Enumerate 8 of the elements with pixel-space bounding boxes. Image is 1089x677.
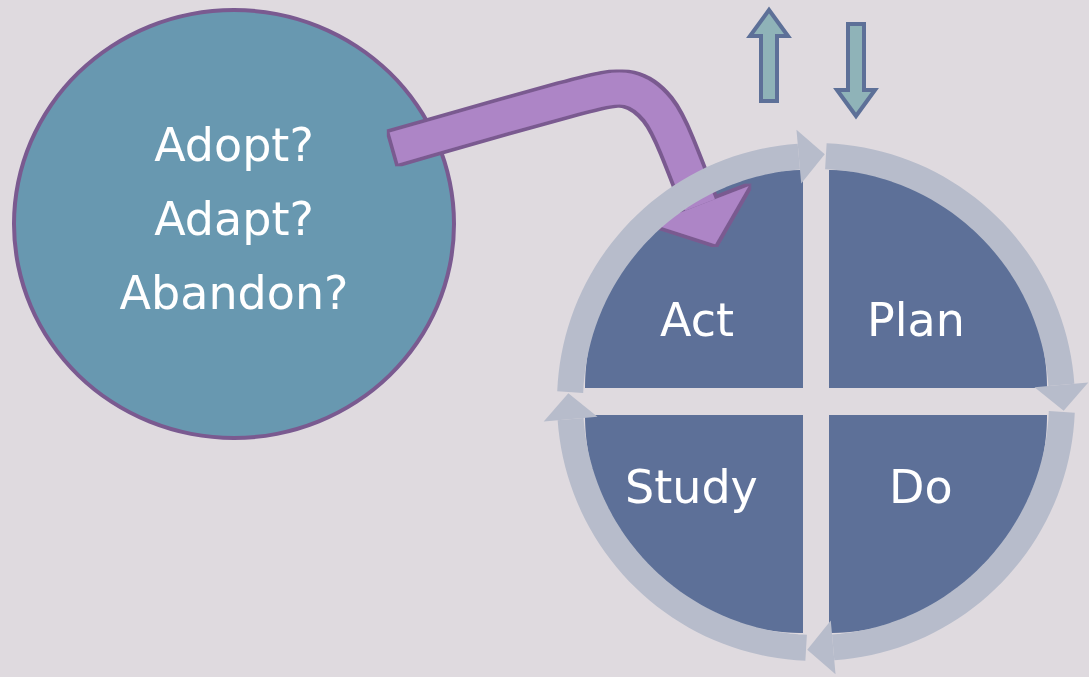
question-text: Adopt?: [154, 117, 314, 174]
phase-label: Plan: [867, 292, 965, 349]
question-text: Adapt?: [154, 191, 314, 248]
phase-label: Do: [889, 459, 953, 516]
curved-arrow: [389, 72, 749, 245]
question-text: Abandon?: [119, 265, 349, 322]
phase-label: Act: [660, 292, 734, 349]
phase-label: Study: [625, 459, 758, 516]
